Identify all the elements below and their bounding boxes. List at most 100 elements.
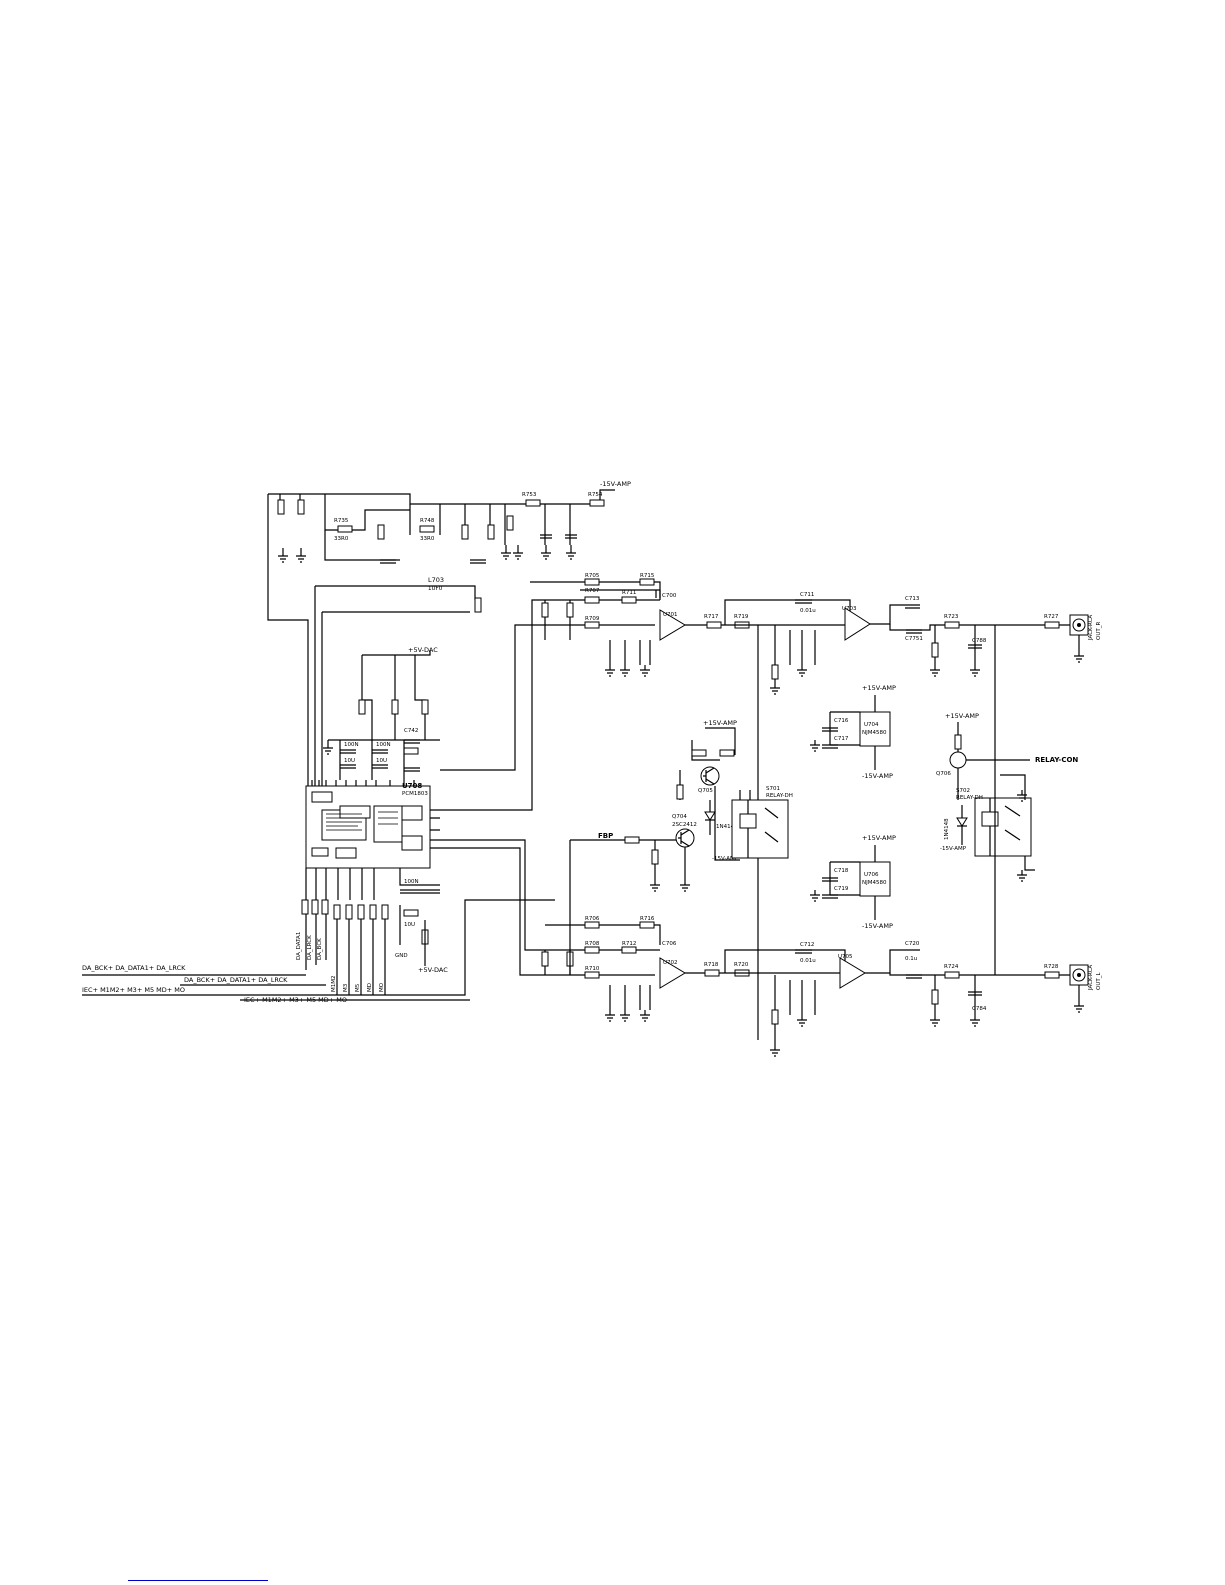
upper-channel: JACK-RCA OUT_R R705 R707 R709 R711 R715 … — [440, 573, 1102, 1040]
r720-ref: R720 — [734, 962, 749, 968]
r708-ref: R708 — [585, 941, 600, 947]
muting-transistor-section: FBP +15V-AMP Q704 2SC2412 Q705 -15V-AMP … — [569, 719, 740, 975]
rail-p15-relay: +15V-AMP — [945, 712, 979, 720]
ground-symbol — [620, 1010, 630, 1022]
r715-ref: R715 — [640, 573, 655, 579]
u701-ref: U701 — [663, 612, 678, 618]
q706-ref: Q706 — [936, 771, 951, 777]
rca-jack-bottom — [1060, 964, 1089, 1000]
ground-symbol — [797, 1015, 807, 1027]
relay-con-label: RELAY-CON — [1035, 756, 1078, 764]
r748-val: 33R0 — [420, 536, 435, 542]
s701-ref: S701 — [766, 786, 780, 792]
c720-val: 0.1u — [905, 956, 917, 962]
rail-m15-relay: -15V-AMP — [940, 846, 967, 852]
ground-symbol — [296, 548, 306, 563]
ground-symbol — [1017, 870, 1027, 882]
top-filter-section: -15V-AMP L703 1UF0 R735 33R0 R748 33R0 R… — [267, 480, 631, 786]
s701-part: RELAY-DH — [766, 793, 793, 799]
vdac-bottom-label: +5V-DAC — [418, 966, 448, 974]
u708-part: PCM1803 — [402, 791, 428, 797]
ground-symbol — [605, 1010, 615, 1022]
u708-ref: U708 — [402, 782, 422, 790]
footer-link-rule — [128, 1580, 268, 1581]
q704-ref: Q704 — [672, 814, 687, 820]
fbp-label: FBP — [598, 832, 613, 840]
bus-da-mid: DA_BCK+ DA_DATA1+ DA_LRCK — [184, 976, 288, 984]
pin-da-data1: DA_DATA1 — [296, 932, 302, 960]
rail-m15-muting: -15V-AMP — [712, 856, 739, 862]
rail-p15-upper: +15V-AMP — [862, 684, 896, 692]
ground-symbol — [770, 1045, 780, 1057]
r735-ref: R735 — [334, 518, 349, 524]
l703-value: 1UF0 — [428, 586, 443, 592]
c-bottom-2: 10U — [404, 922, 415, 928]
c700-ref: C700 — [662, 593, 677, 599]
c741-val: 10U — [376, 758, 387, 764]
u704-ref: U704 — [864, 722, 879, 728]
r707-ref: R707 — [585, 588, 600, 594]
bus-iec-mid: IEC+ M1M2+ M3+ M5 MD+ MO — [244, 996, 347, 1004]
ground-symbol — [1074, 1000, 1084, 1013]
u703-ref: U703 — [842, 606, 857, 612]
c-bottom-1: 100N — [404, 879, 419, 885]
u705-ref: U705 — [838, 954, 853, 960]
q705-ref: Q705 — [698, 788, 713, 794]
supply-opamps: +15V-AMP -15V-AMP U704 NJM4580 C716 C717… — [810, 684, 896, 930]
pin-da-bck: DA_BCK — [317, 938, 323, 960]
gnd-label: GND — [395, 953, 408, 959]
rail-p15-lower: +15V-AMP — [862, 834, 896, 842]
q704-part: 2SC2412 — [672, 822, 697, 828]
c742-ref: C742 — [404, 728, 418, 734]
ground-symbol — [541, 545, 551, 560]
rail-p15-muting: +15V-AMP — [703, 719, 737, 727]
bus-da-left: DA_BCK+ DA_DATA1+ DA_LRCK — [82, 964, 186, 972]
c712-val: 0.01u — [800, 958, 816, 964]
d702-part: 1N4148 — [944, 818, 950, 840]
transistor-q706 — [949, 751, 967, 769]
ground-symbol — [620, 665, 630, 677]
r723-ref: R723 — [944, 614, 959, 620]
u706-part: NJM4580 — [862, 880, 887, 886]
pin-m3: M3 — [343, 983, 349, 992]
jack-bottom-label: JACK-RCA — [1088, 965, 1094, 991]
c738-val: 100N — [344, 742, 359, 748]
vdac-label: +5V-DAC — [408, 646, 438, 654]
bus-iec-left: IEC+ M1M2+ M3+ M5 MD+ MO — [82, 986, 185, 994]
ground-symbol — [605, 665, 615, 677]
l703-label: L703 — [428, 576, 444, 584]
c717-ref: C717 — [834, 736, 849, 742]
c719-ref: C719 — [834, 886, 849, 892]
c788-ref: C788 — [972, 638, 987, 644]
r718-ref: R718 — [704, 962, 719, 968]
ground-symbol — [930, 665, 940, 677]
pin-m5: M5 — [355, 983, 361, 992]
c712-ref: C712 — [800, 942, 814, 948]
ground-symbol — [810, 740, 820, 752]
ground-symbol — [640, 1010, 650, 1022]
r706-ref: R706 — [585, 916, 600, 922]
r709-ref: R709 — [585, 616, 600, 622]
c740-val: 100N — [376, 742, 391, 748]
rca-jack-top — [1060, 614, 1089, 650]
c711-ref: C711 — [800, 592, 814, 598]
c784-ref: C784 — [972, 1006, 987, 1012]
pin-m1m2: M1M2 — [331, 976, 337, 993]
c7751-ref: C7751 — [905, 636, 923, 642]
relay-control-section: +15V-AMP RELAY-CON Q706 S702 RELAY-DH -1… — [936, 625, 1078, 975]
ground-symbol — [970, 1015, 980, 1027]
ground-symbol — [501, 545, 511, 560]
ground-symbol — [323, 740, 333, 755]
ground-symbol — [810, 890, 820, 902]
c713-ref: C713 — [905, 596, 920, 602]
jack-top-ref: OUT_R — [1096, 622, 1102, 640]
ground-symbol — [970, 665, 980, 677]
ground-symbol — [797, 665, 807, 677]
ground-symbol — [513, 545, 523, 560]
opamp-u705 — [839, 957, 866, 989]
lower-channel: JACK-RCA OUT_L R706 R708 R710 R712 R716 … — [440, 839, 1102, 1057]
ground-symbol — [640, 665, 650, 677]
u702-ref: U702 — [663, 960, 678, 966]
r711-ref: R711 — [622, 590, 636, 596]
u704-part: NJM4580 — [862, 730, 887, 736]
